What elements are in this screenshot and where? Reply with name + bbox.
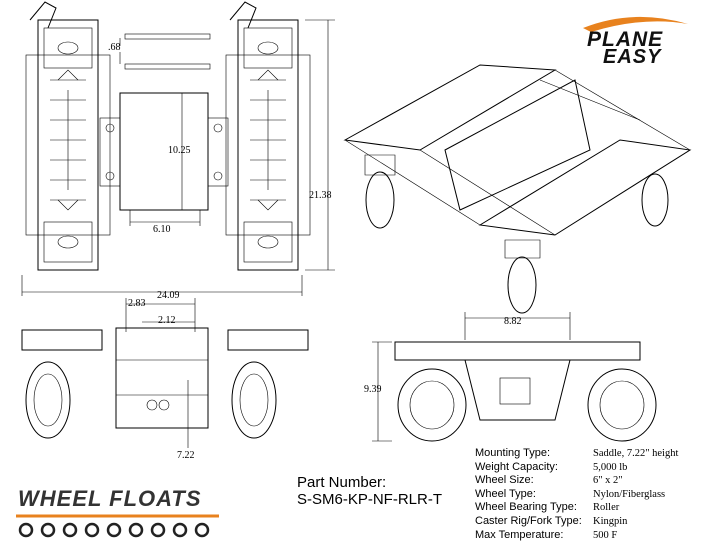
side-view: 8.82 9.39 (364, 312, 657, 442)
spec-label: Max Temperature: (475, 528, 564, 541)
dim-bar-gap: .68 (108, 42, 121, 53)
cross-bar (124, 33, 211, 40)
spec-label: Wheel Size: (475, 474, 534, 487)
dim-side-width: 8.82 (504, 316, 522, 327)
spec-value: Kingpin (593, 515, 628, 527)
spec-row: Caster Rig/Fork Type: Kingpin (475, 515, 678, 529)
dim-front-c: 7.22 (177, 450, 195, 461)
spec-value: Saddle, 7.22" height (593, 448, 679, 459)
spec-row: Mounting Type: Saddle, 7.22" height (475, 447, 678, 461)
spec-row: Max Temperature: 500 F (475, 529, 678, 543)
spec-row: Wheel Bearing Type: Roller (475, 501, 678, 515)
wheelfloats-logo: WHEEL FLOATS (14, 486, 224, 542)
wheelfloats-wheels (16, 514, 219, 538)
right-caster-plate (237, 19, 299, 271)
part-number-value: S-SM6-KP-NF-RLR-T (297, 491, 442, 508)
spec-row: Weight Capacity: 5,000 lb (475, 461, 678, 475)
plane-easy-line1: PLANE (587, 28, 664, 51)
spec-label: Wheel Type: (475, 487, 536, 500)
part-number-block: Part Number: S-SM6-KP-NF-RLR-T (297, 474, 442, 508)
spec-value: Nylon/Fiberglass (593, 488, 666, 500)
plane-easy-swoosh (583, 16, 688, 32)
spec-label: Wheel Bearing Type: (475, 501, 577, 514)
dim-front-b: 2.12 (158, 315, 176, 326)
spec-label: Caster Rig/Fork Type: (475, 514, 582, 527)
spec-value: 500 F (593, 529, 618, 541)
part-number-label: Part Number: (297, 474, 387, 491)
spec-value: 5,000 lb (593, 461, 628, 473)
dim-side-height: 9.39 (364, 384, 382, 395)
top-view: .68 10.25 6.10 21.38 24.09 (21, 1, 335, 301)
spec-row: Wheel Type: Nylon/Fiberglass (475, 488, 678, 502)
plane-easy-logo: PLANE EASY (573, 8, 693, 68)
spec-label: Weight Capacity: (475, 460, 558, 473)
dim-front-a: 2.83 (128, 298, 146, 309)
plane-easy-line2: EASY (603, 46, 662, 68)
spec-value: Roller (593, 502, 620, 514)
spec-row: Wheel Size: 6" x 2" (475, 474, 678, 488)
wheelfloats-text: WHEEL FLOATS (18, 486, 202, 511)
dim-inner-width: 6.10 (153, 224, 171, 235)
dim-inner-height: 10.25 (168, 145, 191, 156)
spec-table: Mounting Type: Saddle, 7.22" height Weigh… (475, 447, 678, 542)
dim-overall-height: 21.38 (309, 190, 332, 201)
spec-label: Mounting Type: (475, 447, 551, 459)
dim-overall-width: 24.09 (157, 290, 180, 301)
saddle-block (119, 92, 209, 211)
left-caster-plate (37, 19, 99, 271)
isometric-view (343, 64, 692, 314)
spec-value: 6" x 2" (593, 475, 623, 487)
front-view: 2.83 2.12 7.22 (21, 298, 309, 461)
